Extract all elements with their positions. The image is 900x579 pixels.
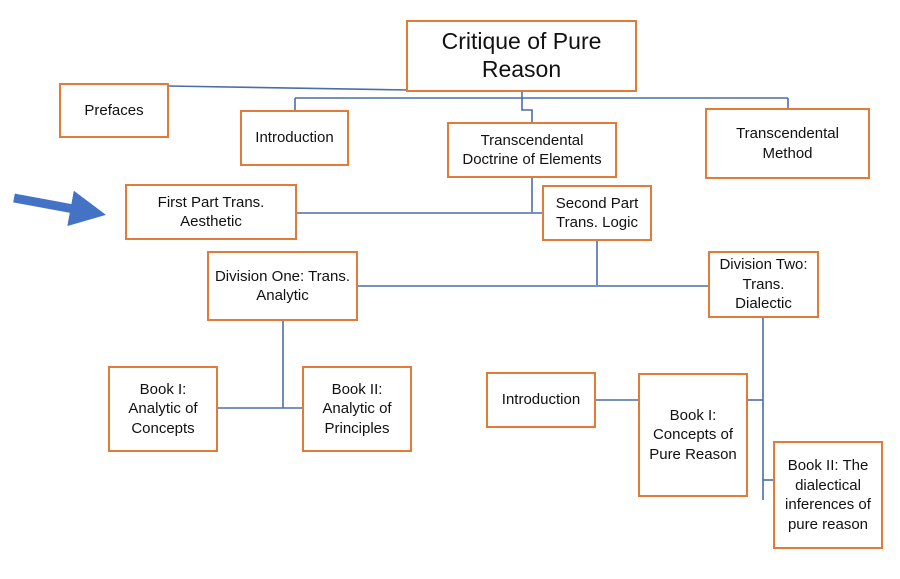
analytic-concepts-text: Book I: Analytic of Concepts (128, 380, 198, 437)
aesthetic-box: First Part Trans. Aesthetic (125, 184, 297, 240)
title-box: Critique of Pure Reason (406, 20, 637, 92)
concepts-pure-reason-box: Book I: Concepts of Pure Reason (638, 373, 748, 497)
logic-text: Second Part Trans. Logic (555, 194, 639, 232)
dialectic-introduction-box: Introduction (486, 372, 596, 428)
logic-box: Second Part Trans. Logic (542, 185, 652, 241)
dialectic-introduction-text: Introduction (501, 391, 581, 409)
dialectic-box: Division Two: Trans. Dialectic (708, 251, 819, 318)
analytic-principles-text: Book II: Analytic of Principles (322, 380, 392, 437)
dialectical-inferences-box: Book II: The dialectical inferences of p… (773, 441, 883, 549)
arrow-right-icon (13, 190, 106, 227)
doctrine-of-elements-text: Transcendental Doctrine of Elements (462, 131, 602, 169)
analytic-text: Division One: Trans. Analytic (214, 267, 351, 305)
concepts-pure-reason-text: Book I: Concepts of Pure Reason (649, 406, 737, 463)
title-text: Critique of Pure Reason (441, 28, 602, 82)
aesthetic-text: First Part Trans. Aesthetic (157, 193, 265, 231)
analytic-principles-box: Book II: Analytic of Principles (302, 366, 412, 452)
analytic-box: Division One: Trans. Analytic (207, 251, 358, 321)
introduction-text: Introduction (255, 129, 334, 147)
method-box: Transcendental Method (705, 108, 870, 179)
connector-doctrine (521, 98, 533, 122)
doctrine-of-elements-box: Transcendental Doctrine of Elements (447, 122, 617, 178)
connector-prefaces (167, 85, 411, 91)
dialectic-text: Division Two: Trans. Dialectic (719, 256, 808, 313)
introduction-box: Introduction (240, 110, 349, 166)
prefaces-text: Prefaces (84, 101, 144, 119)
analytic-concepts-box: Book I: Analytic of Concepts (108, 366, 218, 452)
dialectical-inferences-text: Book II: The dialectical inferences of p… (785, 457, 871, 533)
method-text: Transcendental Method (736, 125, 839, 162)
prefaces-box: Prefaces (59, 83, 169, 138)
